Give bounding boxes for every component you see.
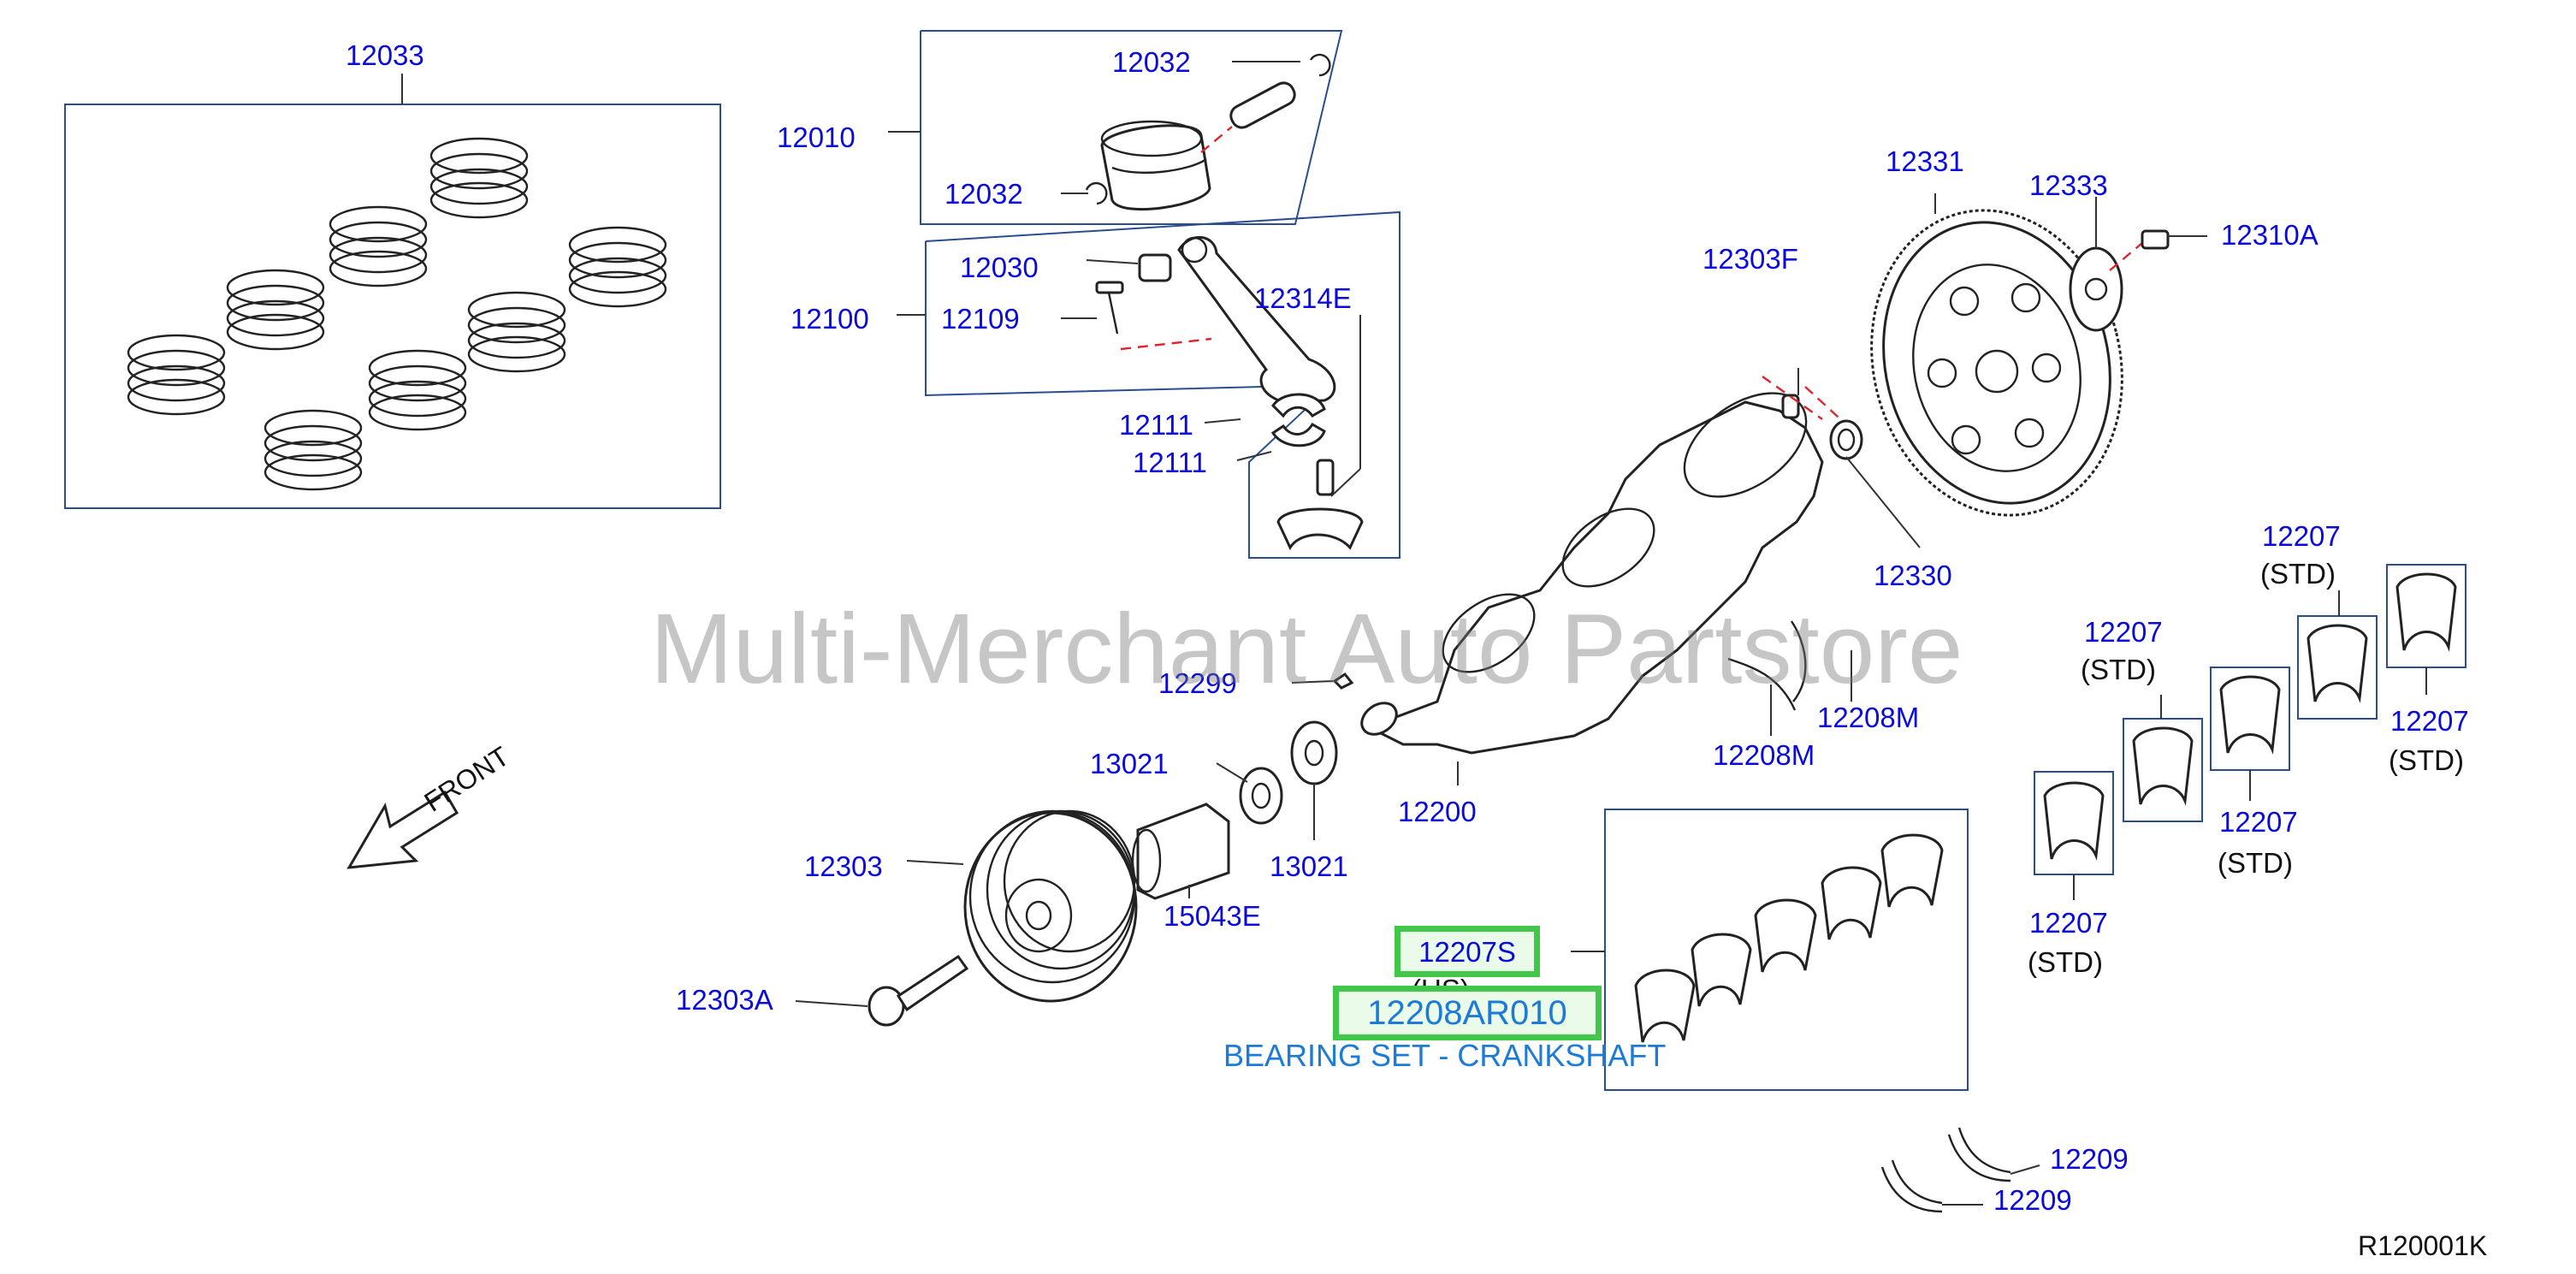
thrust-washers [1880, 1127, 2011, 1213]
piston-ring-set [127, 137, 667, 491]
label-12303: 12303 [804, 850, 883, 882]
label-12208M-b: 12208M [1713, 739, 1815, 771]
sheet-number: R120001K [2358, 1230, 2488, 1261]
label-12207-3: 12207 [2219, 806, 2298, 838]
label-12209-b: 12209 [1993, 1184, 2072, 1216]
label-13021-b: 13021 [1270, 850, 1348, 882]
label-12207-4: 12207 [2262, 520, 2341, 552]
label-12314E: 12314E [1254, 282, 1352, 314]
label-15043E: 15043E [1164, 900, 1261, 932]
label-12330: 12330 [1874, 560, 1952, 591]
label-12032-bottom: 12032 [945, 178, 1023, 210]
label-12331: 12331 [1886, 145, 1964, 177]
front-arrow-icon [346, 790, 459, 869]
label-13021-a: 13021 [1090, 748, 1169, 779]
label-12207-5: 12207 [2390, 705, 2469, 737]
label-12100: 12100 [791, 303, 869, 335]
bearing-set-box [1604, 809, 1969, 1091]
label-std-5: (STD) [2389, 744, 2464, 776]
label-12303A: 12303A [676, 984, 773, 1016]
highlight-12207S[interactable]: 12207S [1395, 926, 1540, 977]
label-12299: 12299 [1158, 667, 1237, 699]
pulley-assembly [868, 720, 1338, 1027]
label-12209-a: 12209 [2050, 1143, 2129, 1175]
label-12208M-a: 12208M [1817, 702, 1920, 733]
set-code-label: 12207S [1418, 935, 1516, 968]
label-12111-a: 12111 [1119, 409, 1193, 441]
label-std-3: (STD) [2218, 847, 2293, 879]
label-12333: 12333 [2029, 169, 2108, 201]
highlight-12208AR010[interactable]: 12208AR010 [1333, 986, 1602, 1040]
label-12010: 12010 [777, 121, 856, 153]
flywheel [1870, 209, 2170, 517]
crankshaft [1332, 376, 1863, 755]
label-12303F: 12303F [1703, 243, 1798, 275]
label-12109: 12109 [941, 303, 1020, 335]
bearing-shells [1634, 833, 1944, 1043]
label-std-2: (STD) [2081, 654, 2156, 685]
label-12111-b: 12111 [1133, 447, 1207, 478]
part-description[interactable]: BEARING SET - CRANKSHAFT [1223, 1038, 1667, 1073]
part-number-label: 12208AR010 [1367, 994, 1567, 1032]
label-12200: 12200 [1398, 796, 1477, 827]
connecting-rod [1095, 235, 1364, 551]
piston-ring-box [64, 104, 721, 509]
main-bearings [2034, 564, 2466, 875]
label-12033: 12033 [346, 39, 424, 71]
label-12207-1: 12207 [2029, 907, 2108, 939]
label-std-4: (STD) [2260, 558, 2336, 590]
label-std-1: (STD) [2028, 946, 2103, 978]
label-12032-top: 12032 [1112, 46, 1191, 78]
piston [1085, 53, 1331, 211]
label-12207-2: 12207 [2084, 616, 2163, 648]
label-12310A: 12310A [2221, 219, 2318, 251]
label-12030: 12030 [960, 252, 1039, 283]
